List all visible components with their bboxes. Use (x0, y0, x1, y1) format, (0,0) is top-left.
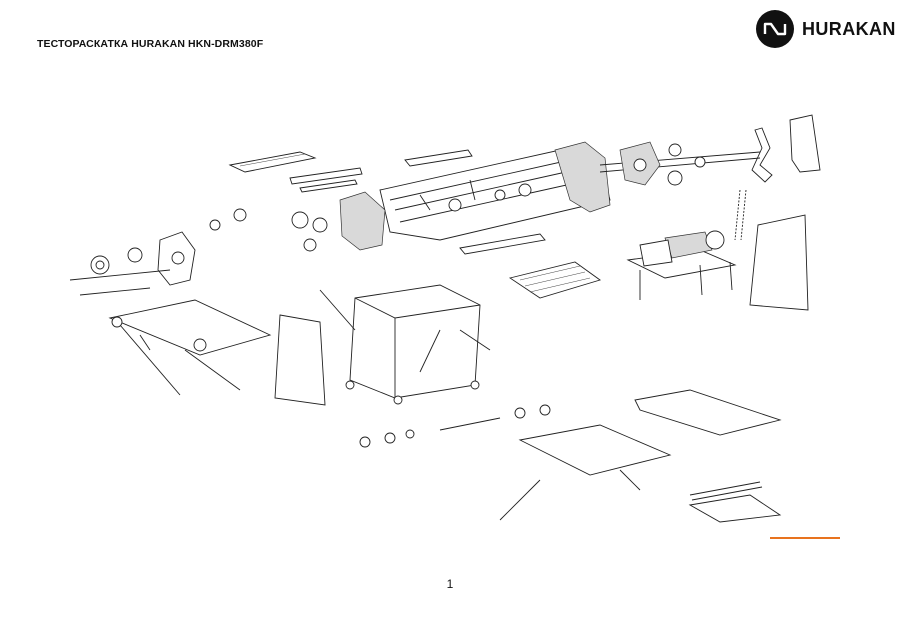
brand-logo: HURAKAN (756, 10, 896, 48)
scraper-bar (404, 149, 473, 167)
hurakan-logo-icon (756, 10, 794, 48)
left-gear-assembly (69, 208, 328, 296)
main-roller-housing (339, 141, 611, 251)
flour-tray (508, 261, 602, 299)
document-title: ТЕСТОРАСКАТКА HURAKAN HKN-DRM380F (37, 38, 264, 50)
stand-frame (319, 284, 491, 405)
side-panel-left (274, 314, 326, 406)
left-conveyor-table (108, 299, 272, 396)
exploded-view-drawing (69, 114, 840, 539)
brand-name: HURAKAN (802, 18, 896, 39)
right-conveyor-table (359, 404, 763, 521)
right-gear-assembly (619, 114, 821, 241)
motor-assembly (626, 230, 737, 300)
top-cover-plate (228, 151, 317, 173)
conveyor-belt-cloth (634, 389, 782, 436)
conveyor-cover (688, 494, 782, 523)
side-panel-right (749, 214, 809, 311)
page-number: 1 (446, 577, 454, 591)
